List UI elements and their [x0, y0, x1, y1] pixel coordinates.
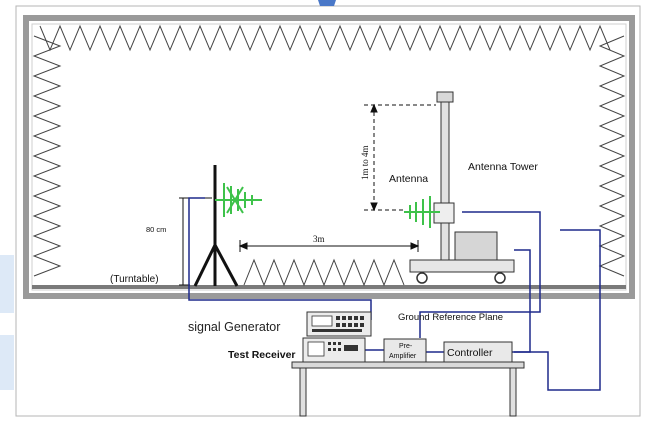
tower-range-dimension	[364, 103, 436, 212]
receive-antenna-icon	[404, 196, 440, 228]
absorber-cones	[32, 24, 626, 277]
left-accent-top	[0, 255, 14, 313]
horizontal-dimension	[238, 240, 420, 252]
absorber-zigzag	[32, 35, 62, 277]
preamp-label-line1: Pre-	[399, 343, 413, 350]
turntable-label: (Turntable)	[110, 274, 159, 285]
test-receiver-label: Test Receiver	[228, 349, 296, 361]
height-label: 80 cm	[146, 225, 166, 234]
test-receiver	[302, 337, 366, 363]
chamber-walls	[23, 15, 635, 299]
tripod	[193, 165, 239, 287]
title-fragment	[318, 0, 336, 6]
preamp-label-line2: Amplifier	[389, 353, 417, 360]
cables	[188, 197, 601, 391]
antenna-tower-label: Antenna Tower	[468, 161, 538, 173]
absorber-zigzag	[39, 24, 611, 52]
signal-generator-label: signal Generator	[188, 320, 280, 334]
absorber-zigzag	[598, 35, 626, 277]
left-accent-bottom	[0, 335, 14, 390]
signal-generator	[306, 311, 372, 337]
floor-absorbers	[243, 258, 405, 287]
horizontal-label: 3m	[313, 234, 325, 244]
ground-plane-label: Ground Reference Plane	[398, 312, 503, 323]
height-dimension	[179, 197, 212, 286]
floor-absorber-zigzag	[243, 258, 405, 287]
controller-label: Controller	[447, 347, 493, 359]
antenna-label: Antenna	[389, 173, 428, 185]
source-antenna-icon	[215, 183, 262, 217]
equipment-table	[291, 361, 525, 417]
antenna-tower	[409, 91, 515, 284]
tower-range-label: 1m to 4m	[360, 145, 370, 180]
